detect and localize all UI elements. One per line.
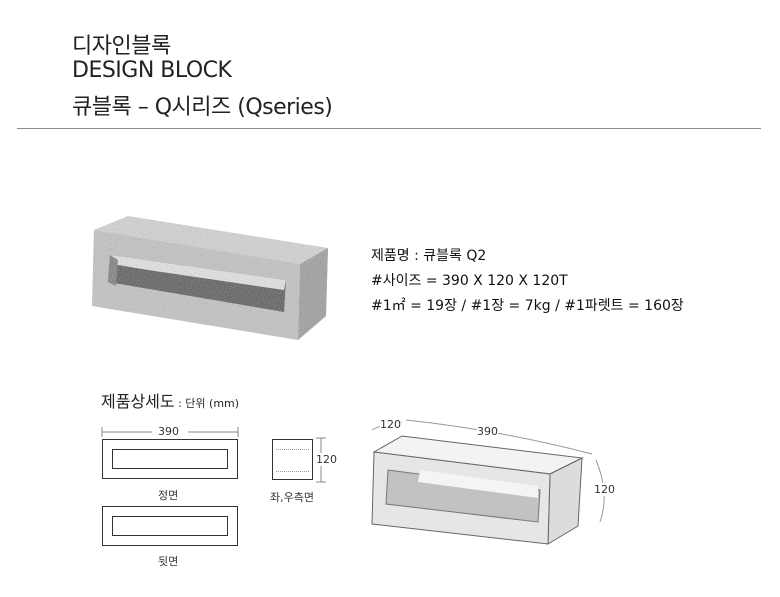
front-dimension-label: 390: [158, 425, 179, 438]
product-photo: [92, 216, 328, 340]
side-view-label: 좌,우측면: [270, 491, 314, 504]
product-size-line: #사이즈 = 390 X 120 X 120T: [371, 273, 568, 289]
back-view-drawing: [102, 506, 238, 546]
iso-depth-label: 120: [380, 418, 401, 431]
product-quantity-line: #1㎡ = 19장 / #1장 = 7kg / #1파렛트 = 160장: [371, 298, 684, 314]
iso-height-label: 120: [594, 483, 615, 496]
side-view-hidden-lines: [276, 449, 309, 472]
back-view-label: 뒷면: [158, 555, 179, 568]
header-divider: [17, 128, 761, 129]
iso-length-dimension-curve: [405, 419, 593, 455]
iso-length-label: 390: [477, 425, 498, 438]
isometric-drawing: [371, 419, 605, 545]
back-view-opening: [112, 516, 228, 536]
page-title-korean: 디자인블록: [72, 34, 171, 59]
front-view-label: 정면: [158, 489, 179, 502]
page-title-english: DESIGN BLOCK: [72, 58, 232, 83]
detail-title-text: 제품상세도: [101, 392, 175, 411]
detail-unit-text: : 단위 (mm): [174, 397, 240, 410]
product-series-title: 큐블록 – Q시리즈 (Qseries): [72, 95, 333, 120]
detail-drawing-title: 제품상세도 : 단위 (mm): [101, 388, 239, 412]
front-dimension-line: [101, 424, 239, 440]
product-name-line: 제품명 : 큐블록 Q2: [371, 248, 487, 264]
product-spec-block: 제품명 : 큐블록 Q2 #사이즈 = 390 X 120 X 120T #1㎡…: [371, 244, 684, 319]
front-view-drawing: [102, 439, 238, 479]
front-view-opening: [112, 449, 228, 469]
iso-opening-back-light: [418, 470, 538, 498]
side-view-drawing: [272, 439, 313, 480]
side-dimension-label: 120: [316, 453, 337, 466]
